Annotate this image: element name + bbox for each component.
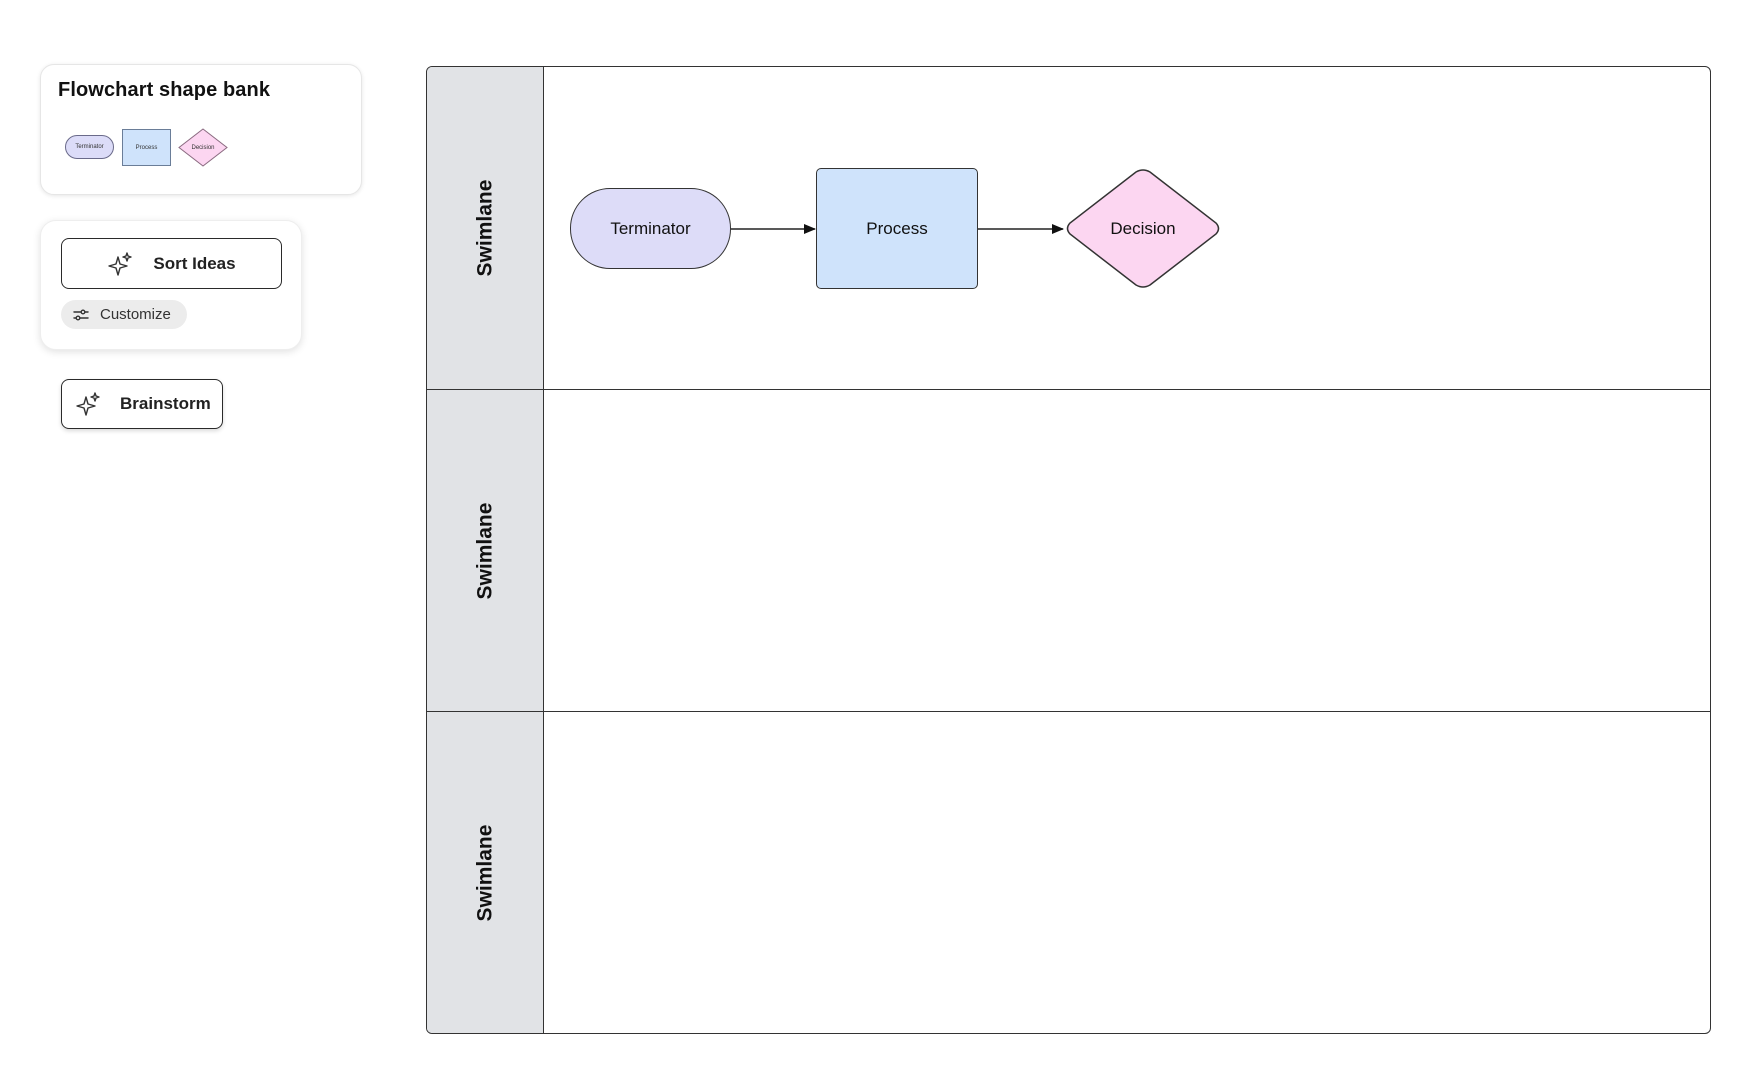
sort-ideas-button[interactable]: Sort Ideas — [61, 238, 282, 289]
brainstorm-label: Brainstorm — [120, 394, 211, 413]
shape-bank-card: Flowchart shape bank Terminator Process … — [40, 64, 362, 195]
diamond-shape-icon — [178, 128, 228, 167]
swimlane-header-2[interactable]: Swimlane — [427, 390, 544, 711]
swimlane-2: Swimlane — [427, 390, 1710, 712]
swimlane-1: Swimlane — [427, 67, 1710, 390]
sort-ideas-label: Sort Ideas — [153, 253, 236, 273]
customize-button[interactable]: Customize — [61, 300, 187, 329]
flow-decision-shape[interactable]: Decision — [1064, 169, 1222, 288]
flow-decision-label: Decision — [1110, 218, 1176, 238]
sliders-icon — [73, 308, 89, 322]
swimlane-header-1[interactable]: Swimlane — [427, 67, 544, 389]
sparkle-icon — [75, 391, 101, 417]
swimlane-body-3[interactable] — [544, 712, 1710, 1033]
shape-bank-decision[interactable]: Decision — [178, 128, 228, 167]
swimlane-label: Swimlane — [473, 179, 496, 277]
flow-process-label: Process — [866, 218, 928, 238]
swimlane-body-2[interactable] — [544, 390, 1710, 711]
flow-process-shape[interactable]: Process — [816, 168, 978, 289]
sort-ideas-card: Sort Ideas Customize — [40, 220, 302, 350]
sparkle-icon — [107, 251, 133, 277]
swimlane-3: Swimlane — [427, 712, 1710, 1033]
shape-bank-process[interactable]: Process — [122, 129, 171, 166]
swimlane-label: Swimlane — [473, 824, 496, 922]
shape-bank-terminator[interactable]: Terminator — [65, 135, 114, 159]
customize-label: Customize — [100, 306, 171, 323]
diamond-shape-icon — [1066, 169, 1220, 288]
swimlane-label: Swimlane — [473, 502, 496, 599]
shape-bank-title: Flowchart shape bank — [58, 79, 271, 101]
brainstorm-button[interactable]: Brainstorm — [61, 379, 223, 429]
shape-bank-terminator-label: Terminator — [75, 144, 104, 150]
flow-terminator-shape[interactable]: Terminator — [570, 188, 731, 269]
flow-terminator-label: Terminator — [610, 218, 691, 238]
shape-bank-decision-label: Decision — [191, 144, 215, 151]
swimlane-diagram: Swimlane Swimlane Swimlane Terminator Pr… — [426, 66, 1711, 1034]
swimlane-header-3[interactable]: Swimlane — [427, 712, 544, 1033]
shape-bank-process-label: Process — [135, 144, 158, 151]
